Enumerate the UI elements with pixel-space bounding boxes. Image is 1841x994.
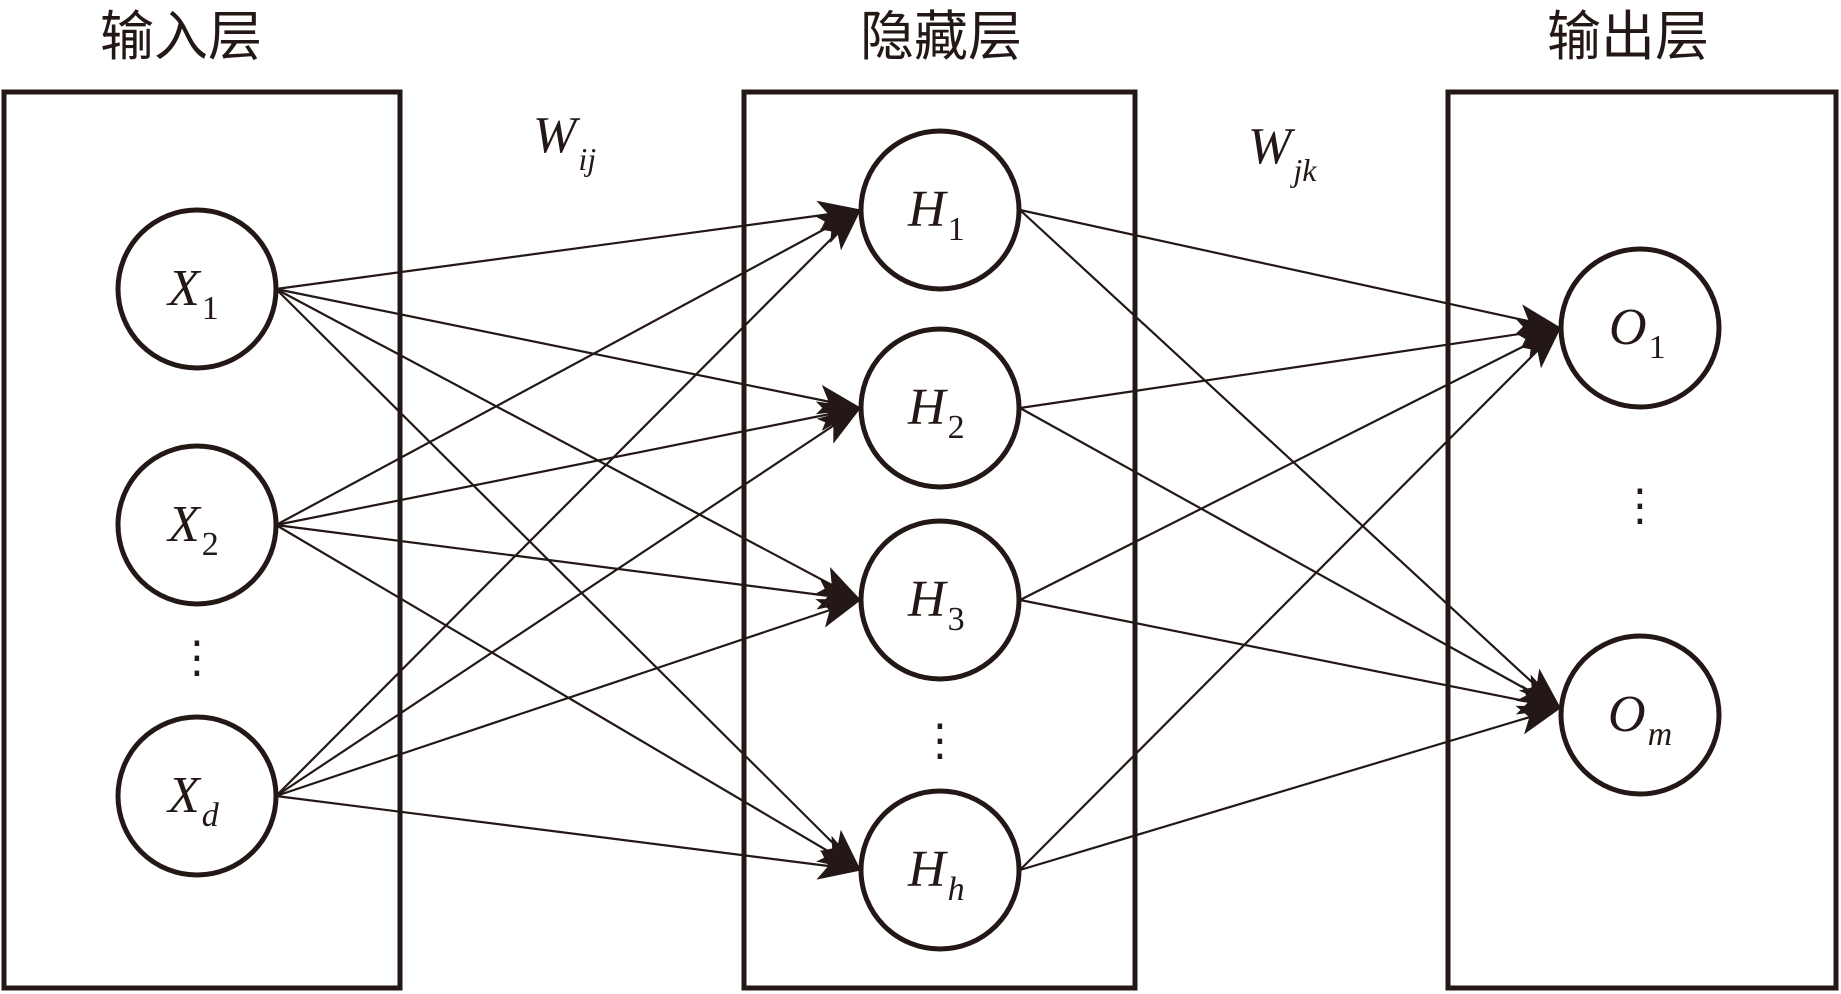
node-circle — [115, 443, 279, 607]
node-subscript: 1 — [948, 211, 965, 248]
input-layer-title: 输入层 — [100, 5, 262, 68]
edge-h1-o1 — [1019, 208, 1562, 334]
edge-x1-hh — [275, 288, 862, 872]
weight-symbol: W — [533, 107, 581, 164]
svg-text:Wjk: Wjk — [1248, 118, 1317, 188]
input-node-xd: Xd — [115, 714, 279, 878]
node-circle — [858, 326, 1022, 490]
svg-text:O1: O1 — [1609, 299, 1666, 366]
hidden-node-hh: Hh — [858, 788, 1022, 952]
weight-subscript: ij — [578, 141, 596, 177]
node-subscript: 1 — [1649, 329, 1666, 366]
node-circle — [115, 207, 279, 371]
edge-x2-h3 — [275, 523, 862, 610]
edge-x1-h3 — [275, 288, 862, 601]
edges-input-hidden — [275, 200, 862, 880]
node-subscript: m — [1648, 716, 1673, 753]
edge-xd-h2 — [275, 406, 862, 797]
edge-x2-h2 — [275, 401, 862, 527]
svg-text:H2: H2 — [907, 379, 965, 446]
node-symbol: O — [1609, 299, 1647, 356]
weight-label-hidden-output: Wjk — [1248, 118, 1317, 188]
node-subscript: 2 — [948, 409, 965, 446]
hidden-ellipsis: ⋮ — [918, 715, 962, 766]
edge-xd-h3 — [275, 598, 862, 798]
node-symbol: H — [907, 571, 948, 628]
output-layer-box — [1445, 89, 1839, 991]
output-layer-title: 输出层 — [1547, 5, 1709, 68]
edge-x1-h1 — [275, 200, 862, 291]
svg-text:Wij: Wij — [533, 107, 596, 177]
node-symbol: H — [907, 181, 948, 238]
edge-h2-o1 — [1019, 319, 1562, 410]
node-circle — [1558, 246, 1722, 410]
hidden-node-h3: H3 — [858, 518, 1022, 682]
node-subscript: d — [202, 797, 220, 834]
edge-hh-om — [1019, 705, 1562, 872]
edge-x1-h2 — [275, 287, 862, 415]
node-circle — [858, 518, 1022, 682]
edge-h1-om — [1019, 209, 1562, 710]
edge-xd-hh — [275, 794, 862, 880]
node-subscript: 3 — [948, 601, 965, 638]
node-circle — [858, 788, 1022, 952]
svg-text:Xd: Xd — [166, 767, 220, 834]
edge-h2-om — [1019, 407, 1562, 709]
input-node-x1: X1 — [115, 207, 279, 371]
output-node-om: Om — [1558, 633, 1722, 797]
node-subscript: 1 — [202, 290, 219, 327]
input-node-x2: X2 — [115, 443, 279, 607]
svg-text:H1: H1 — [907, 181, 965, 248]
edge-hh-o1 — [1019, 326, 1562, 871]
node-subscript: 2 — [202, 526, 219, 563]
edge-x2-h1 — [275, 209, 862, 526]
hidden-node-h1: H1 — [858, 128, 1022, 292]
node-symbol: H — [907, 841, 948, 898]
edge-h3-om — [1019, 598, 1562, 715]
node-symbol: X — [166, 260, 202, 317]
node-circle — [115, 714, 279, 878]
edges-hidden-output — [1019, 208, 1562, 872]
output-node-o1: O1 — [1558, 246, 1722, 410]
svg-text:X2: X2 — [166, 496, 219, 563]
node-symbol: H — [907, 379, 948, 436]
svg-text:Om: Om — [1608, 686, 1672, 753]
node-circle — [1558, 633, 1722, 797]
weight-symbol: W — [1248, 118, 1296, 175]
svg-text:Hh: Hh — [907, 841, 965, 908]
output-ellipsis: ⋮ — [1618, 480, 1662, 531]
weight-subscript: jk — [1289, 152, 1317, 188]
node-symbol: X — [166, 496, 202, 553]
input-ellipsis: ⋮ — [175, 632, 219, 683]
edge-h3-o1 — [1019, 327, 1562, 601]
node-symbol: O — [1608, 686, 1646, 743]
edge-xd-h1 — [275, 208, 862, 797]
svg-text:H3: H3 — [907, 571, 965, 638]
hidden-layer-title: 隐藏层 — [860, 5, 1022, 68]
svg-text:X1: X1 — [166, 260, 219, 327]
weight-label-input-hidden: Wij — [533, 107, 596, 177]
node-subscript: h — [948, 871, 965, 908]
node-symbol: X — [166, 767, 202, 824]
hidden-layer-box — [741, 89, 1138, 991]
node-circle — [858, 128, 1022, 292]
hidden-node-h2: H2 — [858, 326, 1022, 490]
